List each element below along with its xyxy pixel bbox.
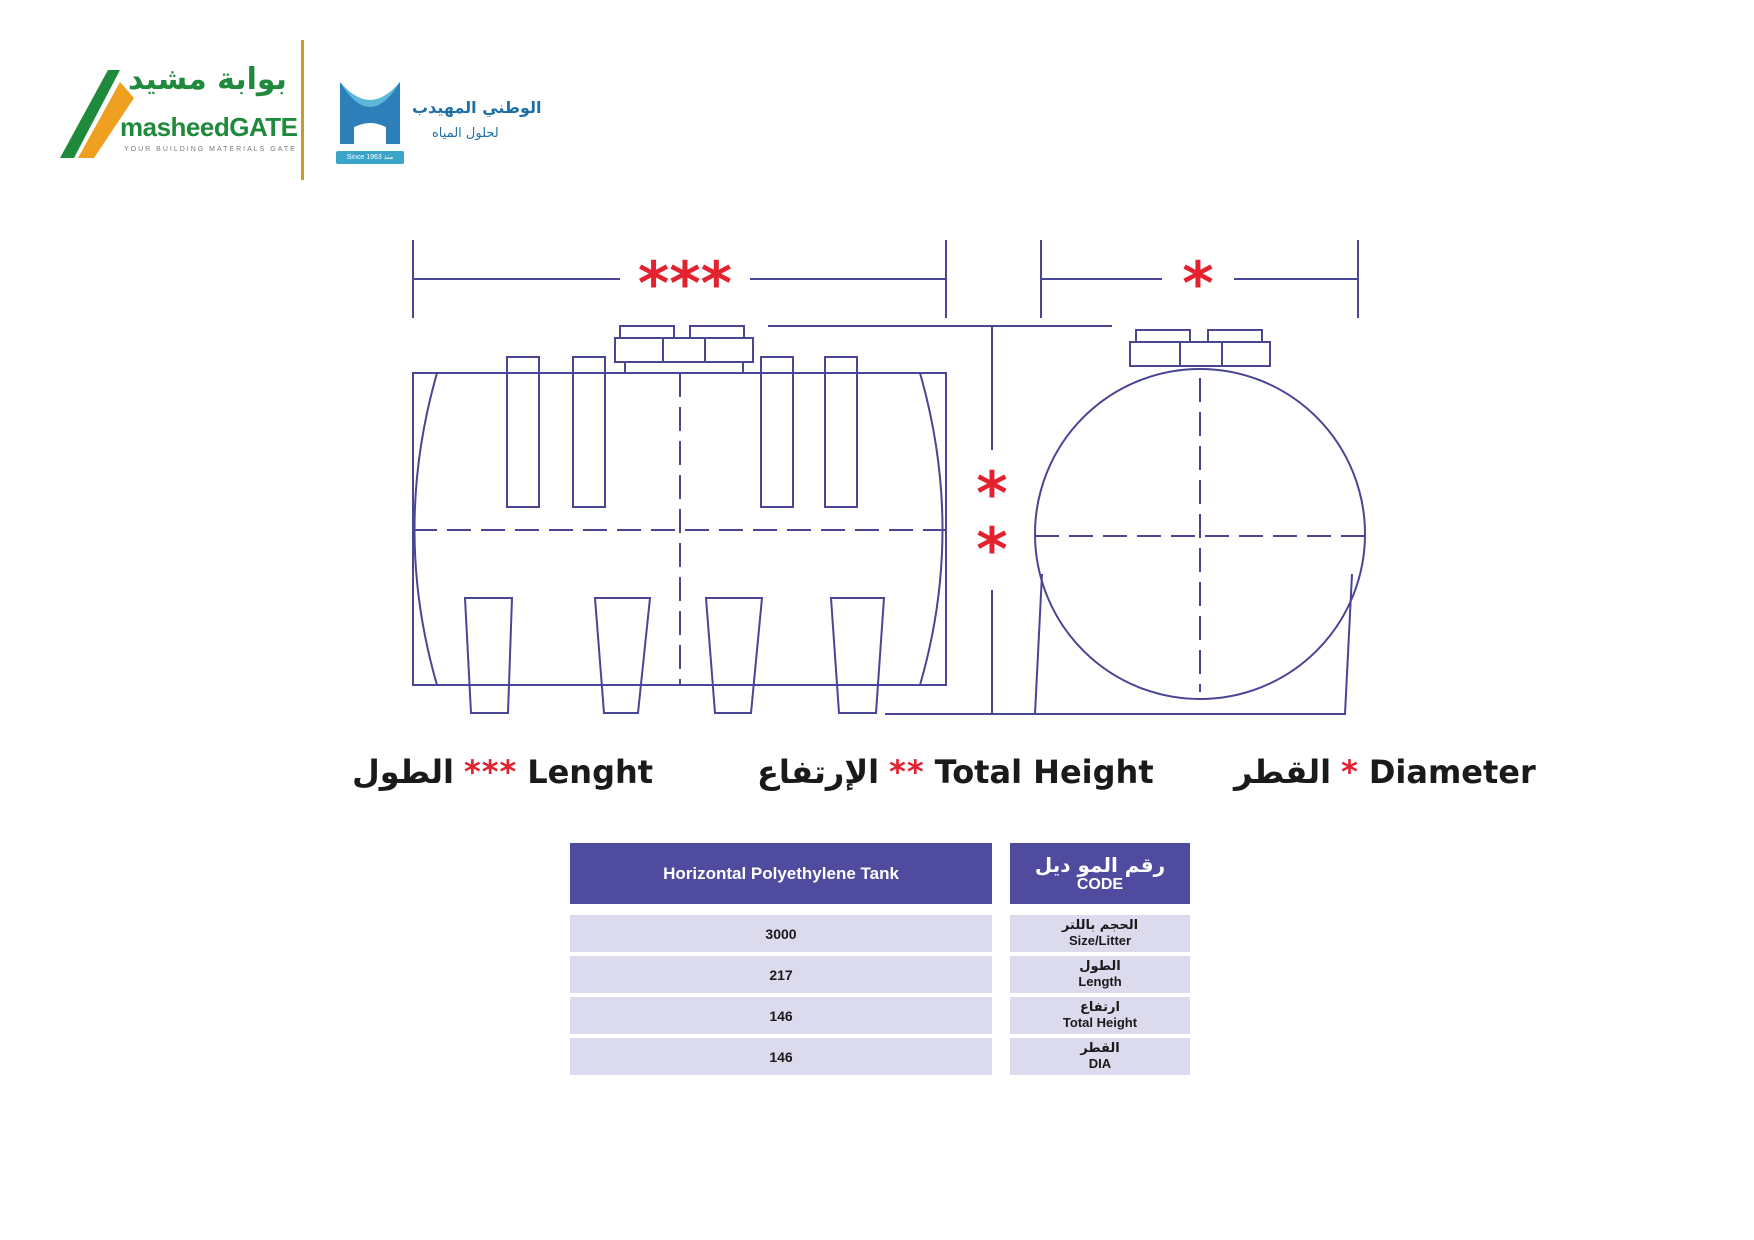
legend-length-stars: *** (463, 753, 518, 791)
legend-length-arabic: الطول (352, 753, 454, 791)
size-label-arabic: الحجم باللتر (1061, 918, 1139, 934)
masheed-tagline: YOUR BUILDING MATERIALS GATE (124, 146, 297, 153)
table-row-diameter-label: القطر DIA (1010, 1038, 1190, 1075)
masheed-gate-logo: بوابة مشيد masheedGATE YOUR BUILDING MAT… (58, 62, 298, 162)
table-header-code-arabic: رقم المو ديل (1034, 852, 1166, 877)
side-view-center-lines (413, 373, 946, 685)
table-header-code: رقم المو ديل CODE (1010, 843, 1190, 904)
table-row-size-label: الحجم باللتر Size/Litter (1010, 915, 1190, 952)
watani-arabic-name: الوطني المهيدب (412, 98, 542, 117)
watani-arabic-subtitle: لحلول المياه (432, 126, 499, 141)
height-label-arabic: ارتفاع (1080, 1000, 1120, 1016)
legend-height-arabic: الإرتفاع (757, 753, 880, 791)
table-row-height-value: 146 (570, 997, 992, 1034)
legend-diameter-stars: * (1341, 753, 1359, 791)
legend-length: الطول *** Lenght (352, 752, 653, 792)
length-label-arabic: الطول (1079, 959, 1121, 975)
length-label-english: Length (1078, 973, 1122, 989)
size-label-english: Size/Litter (1068, 932, 1132, 948)
height-dimension-line (768, 325, 1112, 715)
legend-diameter-arabic: القطر (1234, 753, 1332, 791)
masheed-arabic-name: بوابة مشيد (128, 62, 287, 97)
watani-mark-icon (340, 82, 400, 144)
diameter-marker: * (1182, 249, 1213, 319)
masheed-english-name: masheedGATE (120, 112, 298, 143)
height-marker-top: * (976, 459, 1007, 529)
diameter-label-english: DIA (1088, 1055, 1112, 1071)
watani-logo: الوطني المهيدب لحلول المياه Since 1963 م… (336, 78, 566, 168)
height-marker-bottom: * (976, 515, 1007, 585)
table-row-length-label: الطول Length (1010, 956, 1190, 993)
legend-length-english: Lenght (527, 753, 654, 791)
height-label-english: Total Height (1062, 1014, 1138, 1030)
table-row-height-label: ارتفاع Total Height (1010, 997, 1190, 1034)
diameter-dimension-line (1040, 240, 1359, 318)
table-header-product: Horizontal Polyethylene Tank (570, 843, 992, 904)
table-row-diameter-value: 146 (570, 1038, 992, 1075)
legend-height: الإرتفاع ** Total Height (757, 752, 1154, 792)
diameter-label-arabic: القطر (1080, 1041, 1120, 1057)
table-row-size-value: 3000 (570, 915, 992, 952)
masheed-word: masheed (120, 112, 230, 142)
gate-word: GATE (229, 112, 298, 142)
length-marker: *** (638, 249, 732, 319)
legend-diameter: القطر * Diameter (1234, 752, 1536, 792)
legend-diameter-english: Diameter (1368, 753, 1536, 791)
front-view-center-lines (1035, 378, 1365, 692)
roof-logo-icon (60, 70, 134, 158)
table-row-length-value: 217 (570, 956, 992, 993)
tank-front-view (1033, 329, 1366, 715)
length-dimension-line (412, 240, 947, 318)
logo-divider (301, 40, 304, 180)
legend-height-english: Total Height (934, 753, 1154, 791)
watani-since-badge: Since 1963 منذ (336, 151, 404, 164)
legend-height-stars: ** (889, 753, 925, 791)
table-header-code-english: CODE (1076, 875, 1124, 893)
